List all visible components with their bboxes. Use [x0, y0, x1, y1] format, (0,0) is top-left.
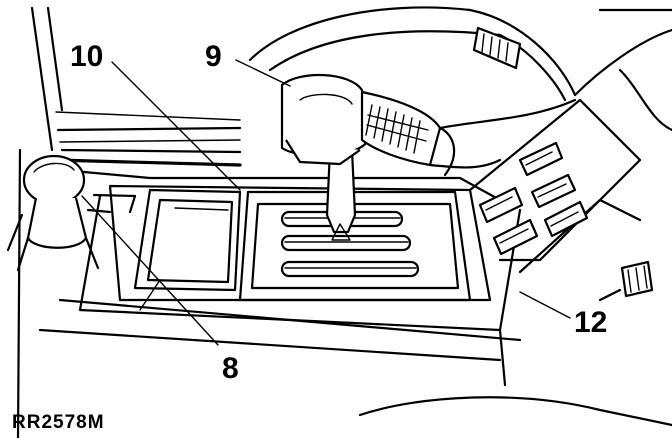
leader-lines: [81, 59, 571, 346]
window-switch-buttons: [478, 141, 589, 256]
driver-arm: [360, 90, 577, 177]
selector-lever: [280, 73, 370, 241]
figure-code: RR2578M: [12, 412, 105, 433]
dashboard-pillar: [16, 6, 241, 438]
dashboard-edges: [53, 126, 242, 167]
transfer-lever-knob: [6, 154, 137, 272]
leader-12: [519, 291, 571, 319]
seat-outline: [248, 6, 672, 132]
leader-9: [235, 59, 291, 87]
knurled-grip-texture: [365, 104, 429, 154]
stowage-tray: [133, 188, 242, 311]
callout-12: 12: [574, 306, 607, 339]
right-knob-icon: [598, 260, 654, 302]
callout-8: 8: [222, 352, 239, 385]
callout-10: 10: [70, 40, 103, 73]
switch-panel: [468, 98, 642, 274]
callout-9: 9: [205, 40, 222, 73]
leader-10: [111, 61, 241, 191]
leader-8: [81, 195, 219, 346]
selector-gate: [238, 190, 472, 302]
knurled-knob-icon: [472, 26, 522, 70]
